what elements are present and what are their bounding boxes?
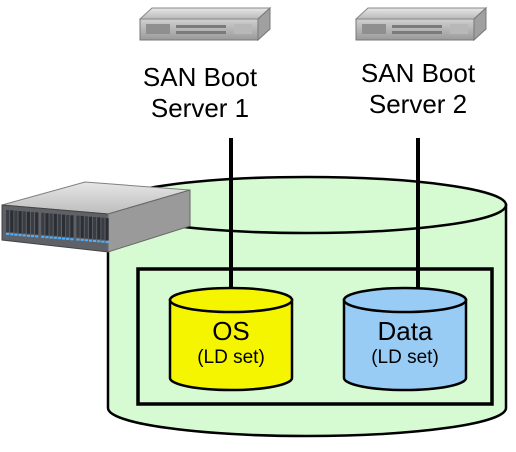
drive-led <box>30 235 35 238</box>
server-2-label-line1: SAN Boot <box>360 58 476 88</box>
drive-slot <box>84 216 88 239</box>
server-2-icon <box>354 6 488 42</box>
drive-slot <box>22 211 26 234</box>
drive-slot <box>10 210 14 233</box>
drive-slot <box>70 215 74 238</box>
drive-led <box>45 236 49 239</box>
drive-led <box>70 238 74 241</box>
drive-slot <box>80 215 84 238</box>
server-1-label: SAN Boot Server 1 <box>136 62 264 124</box>
data-volume-cylinder <box>342 286 468 392</box>
server-1-icon <box>138 6 272 42</box>
drive-led <box>101 240 105 243</box>
drive-slot <box>49 213 53 236</box>
drive-slot <box>26 211 30 234</box>
drive-slot <box>62 214 66 237</box>
os-volume-cylinder <box>168 286 294 392</box>
drive-led <box>84 239 88 242</box>
drive-slot <box>53 213 57 236</box>
drive-led <box>41 235 45 238</box>
drive-led <box>62 237 66 240</box>
drive-led <box>18 234 22 237</box>
server-2-label-line2: Server 2 <box>368 89 468 119</box>
drive-led <box>22 234 26 237</box>
drive-slot <box>105 218 109 241</box>
data-volume-label: Data (LD set) <box>344 316 466 369</box>
drive-led <box>10 233 14 236</box>
disk-array-icon <box>1 181 191 253</box>
drive-led <box>76 238 80 241</box>
drive-slot <box>18 211 22 234</box>
drive-led <box>88 239 93 242</box>
data-volume-subtitle: (LD set) <box>371 347 439 368</box>
drive-led <box>6 233 10 235</box>
drive-slot <box>41 212 45 235</box>
drive-slot <box>45 213 49 236</box>
drive-led <box>53 236 57 239</box>
drive-slot <box>101 217 105 240</box>
drive-slot <box>97 217 101 240</box>
drive-led <box>97 240 101 243</box>
drive-led <box>26 234 30 237</box>
server-1-label-line2: Server 1 <box>150 93 250 123</box>
drive-led <box>80 238 84 241</box>
drive-led <box>35 235 39 238</box>
drive-slot <box>57 214 61 237</box>
server-2-label: SAN Boot Server 2 <box>354 58 482 120</box>
drive-led <box>57 237 61 240</box>
drive-led <box>105 241 109 244</box>
drive-slot <box>30 212 35 235</box>
server-1-label-line1: SAN Boot <box>142 62 258 92</box>
drive-slot <box>66 214 70 237</box>
drive-slot <box>14 210 18 233</box>
drive-slot <box>93 217 97 239</box>
os-volume-title: OS <box>212 316 250 346</box>
data-volume-title: Data <box>377 316 433 346</box>
drive-led <box>49 236 53 239</box>
drive-led <box>66 237 70 240</box>
ld-group-frame <box>136 267 494 406</box>
drive-slot <box>35 212 39 235</box>
drive-led <box>14 233 18 236</box>
drive-slot <box>76 215 80 238</box>
drive-led <box>93 240 97 242</box>
os-volume-subtitle: (LD set) <box>197 347 265 368</box>
os-volume-label: OS (LD set) <box>170 316 292 369</box>
drive-slot <box>88 216 93 239</box>
drive-slot <box>6 210 10 232</box>
